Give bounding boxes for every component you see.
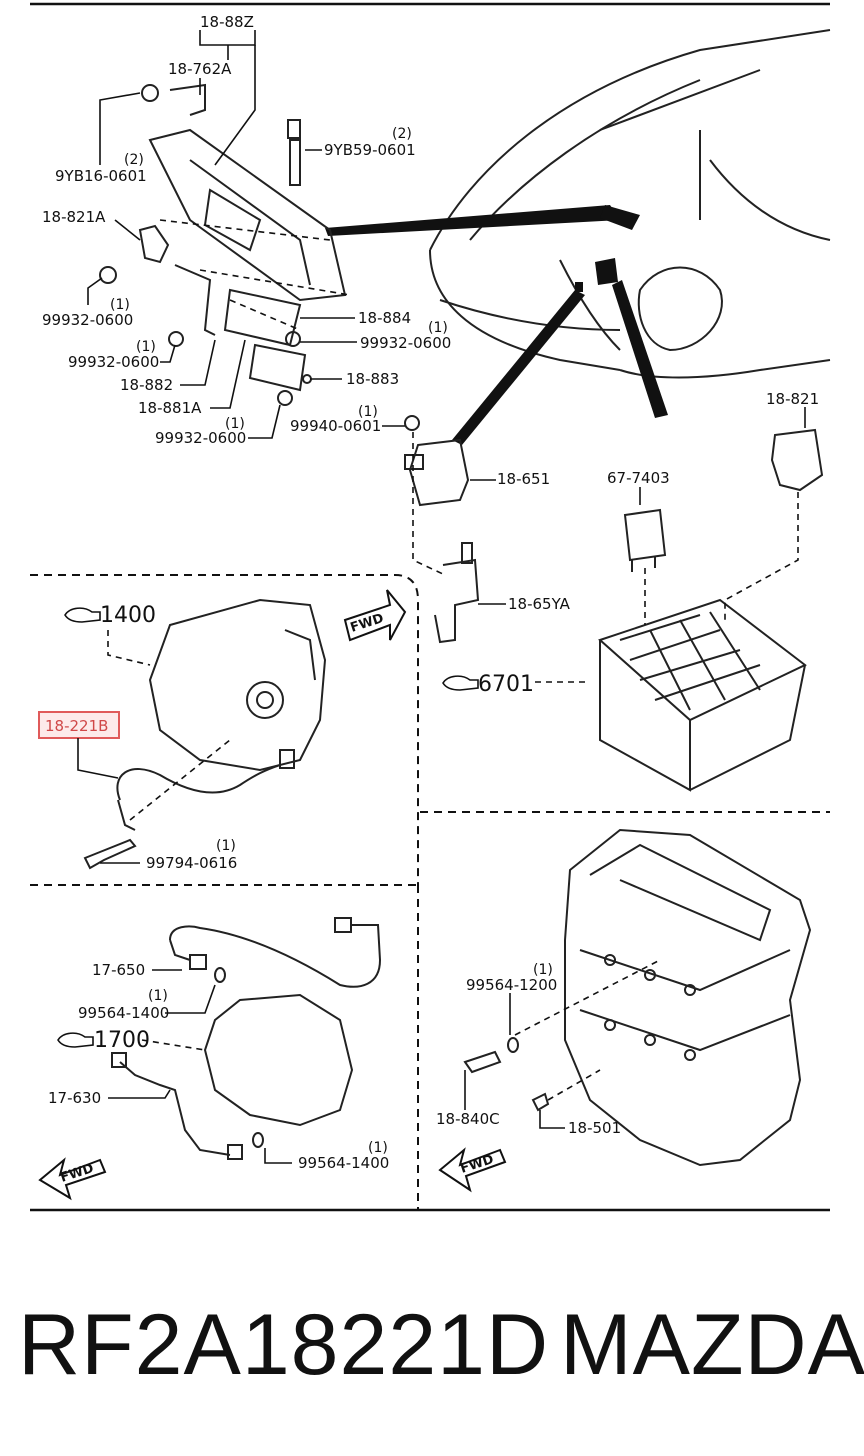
label-99932-0600-c: 99932-0600 [155, 429, 246, 447]
qty-99564-a: (1) [148, 988, 168, 1004]
label-18-221b: 18-221B [45, 717, 108, 735]
qty-99940: (1) [358, 404, 378, 420]
label-18-881a: 18-881A [138, 399, 202, 417]
mount-spot-2 [595, 258, 618, 285]
label-18-88z: 18-88Z [200, 13, 254, 31]
engine-1700 [111, 917, 382, 1160]
mount-spot-3 [575, 282, 583, 292]
qty-99932-d: (1) [428, 320, 448, 336]
label-18-821a: 18-821A [42, 208, 106, 226]
label-18-840c: 18-840C [436, 1110, 500, 1128]
fwd-arrow-icon [438, 1147, 507, 1193]
fwd-arrow-icon [343, 589, 407, 642]
qty-99564-c: (1) [533, 962, 553, 978]
pointing-hand-icon [64, 607, 101, 623]
fwd-label-3: FWD [459, 1152, 496, 1177]
bracket-assembly [99, 83, 420, 431]
qty-99564-b: (1) [368, 1140, 388, 1156]
label-18-65ya: 18-65YA [508, 595, 571, 613]
label-18-762a: 18-762A [168, 60, 232, 78]
engine-block [463, 828, 812, 1167]
mount-spot-1 [600, 205, 640, 230]
label-99564-1400-b: 99564-1400 [298, 1154, 389, 1172]
highlight-box [38, 711, 120, 739]
callout-wedge-1 [325, 205, 620, 236]
label-99932-0600-b: 99932-0600 [68, 353, 159, 371]
qty-9yb16: (2) [124, 152, 144, 168]
label-18-882: 18-882 [120, 376, 173, 394]
label-6701: 6701 [478, 672, 534, 697]
label-18-884: 18-884 [358, 309, 411, 327]
label-99794-0616: 99794-0616 [146, 854, 237, 872]
pointing-hand-icon [442, 675, 479, 691]
label-18-501: 18-501 [568, 1119, 621, 1137]
fwd-arrow-icon [38, 1157, 107, 1201]
qty-99932-c: (1) [225, 416, 245, 432]
qty-99932-b: (1) [136, 339, 156, 355]
relay-assembly [404, 438, 480, 644]
qty-9yb59: (2) [392, 126, 412, 142]
label-1700: 1700 [94, 1028, 150, 1053]
pointing-hand-icon [57, 1032, 94, 1048]
brand-name: MAZDA [560, 1297, 864, 1393]
qty-99932-a: (1) [110, 297, 130, 313]
callout-wedge-2 [452, 290, 585, 445]
label-99564-1200: 99564-1200 [466, 976, 557, 994]
label-1400: 1400 [100, 603, 156, 628]
fuse-box-assembly [598, 428, 824, 792]
label-99932-0600-a: 99932-0600 [42, 311, 133, 329]
label-18-883: 18-883 [346, 370, 399, 388]
label-17-630: 17-630 [48, 1089, 101, 1107]
label-17-650: 17-650 [92, 961, 145, 979]
label-9yb16-0601: 9YB16-0601 [55, 167, 147, 185]
label-9yb59-0601: 9YB59-0601 [324, 141, 416, 159]
callout-wedge-3 [612, 280, 668, 418]
label-18-821: 18-821 [766, 390, 819, 408]
sensor-18-221b [116, 749, 295, 831]
transmission-1400 [148, 598, 327, 772]
bolt-99794 [83, 838, 137, 870]
label-67-7403: 67-7403 [607, 469, 670, 487]
section-frame-sensor [30, 574, 419, 885]
caption: RF2A18221D MAZDA [0, 1290, 864, 1400]
part-number: RF2A18221D [18, 1297, 550, 1393]
label-99564-1400-a: 99564-1400 [78, 1004, 169, 1022]
label-99932-0600-d: 99932-0600 [360, 334, 451, 352]
label-18-651: 18-651 [497, 470, 550, 488]
label-99940-0601: 99940-0601 [290, 417, 381, 435]
qty-99794: (1) [216, 838, 236, 854]
